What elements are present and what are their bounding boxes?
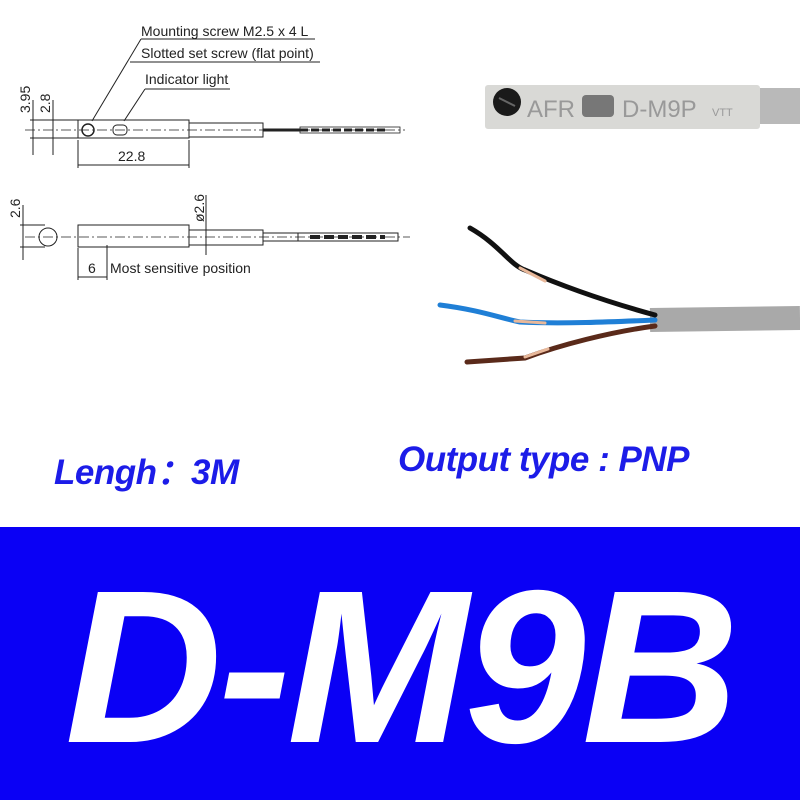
label-sensitive-position: Most sensitive position	[110, 260, 251, 276]
end-view	[38, 227, 58, 247]
output-type-spec: Output type : PNP	[398, 440, 689, 479]
dim-dia-2-6: ø2.6	[191, 194, 207, 222]
dim-22-8: 22.8	[118, 148, 145, 164]
dim-6: 6	[88, 260, 96, 276]
technical-drawing: Mounting screw M2.5 x 4 L Slotted set sc…	[7, 23, 800, 365]
dim-2-8: 2.8	[37, 93, 53, 113]
sensor-photo: AFR D-M9P VTT	[485, 85, 800, 129]
photo-marking: D-M9P	[622, 96, 697, 123]
length-spec: Lengh：3M	[54, 453, 239, 492]
dim-2-6: 2.6	[7, 198, 23, 218]
photo-suffix: VTT	[712, 107, 733, 119]
label-mounting-screw: Mounting screw M2.5 x 4 L	[141, 23, 309, 39]
black-wire	[467, 225, 658, 318]
cable-photo	[437, 225, 800, 365]
dim-3-95: 3.95	[17, 86, 33, 113]
photo-brand: AFR	[527, 96, 575, 123]
screw-icon	[81, 123, 95, 137]
brown-wire	[464, 323, 658, 365]
model-name: D-M9B	[64, 546, 739, 789]
label-set-screw: Slotted set screw (flat point)	[141, 45, 314, 61]
label-indicator: Indicator light	[145, 71, 228, 87]
sensor-body-side	[77, 224, 190, 248]
model-banner	[0, 527, 800, 800]
